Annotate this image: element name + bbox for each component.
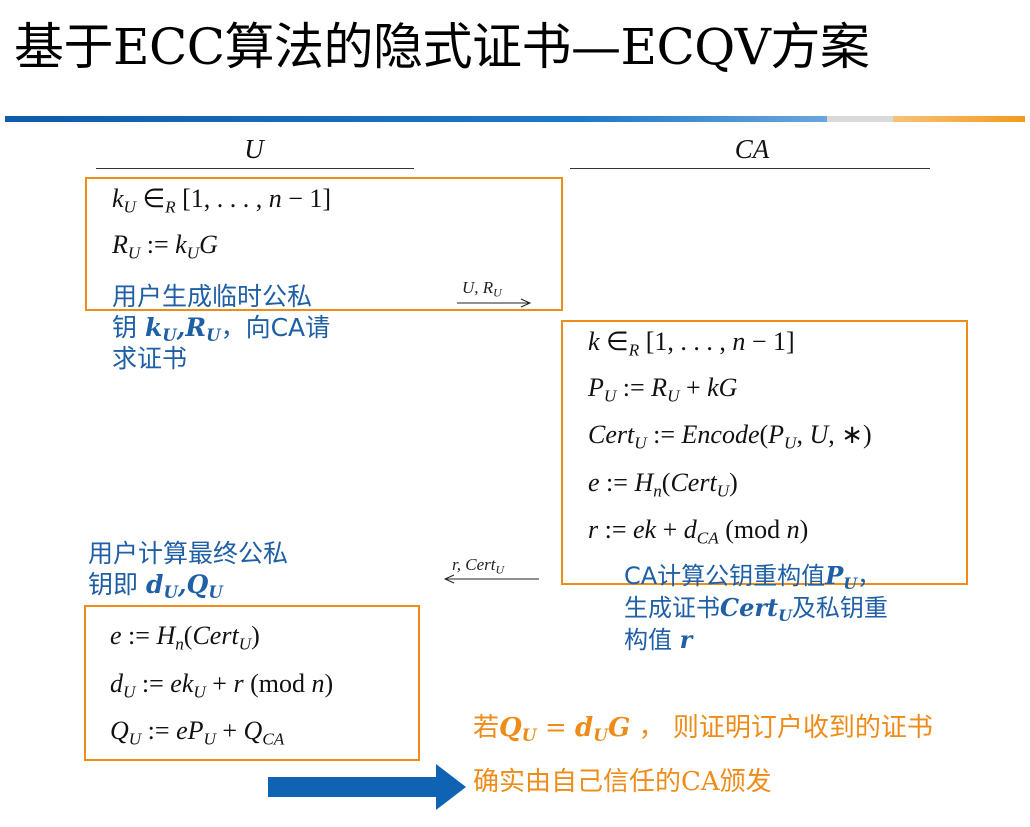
message-arrow-to-ca [457, 298, 532, 308]
user-note-request: 用户生成临时公私 钥 kU,RU，向CA请 求证书 [112, 282, 331, 373]
user-note-final-keys: 用户计算最终公私 钥即 dU,QU [88, 539, 289, 602]
formula-e-hash: e := Hn(CertU) [588, 468, 738, 501]
message-r-cert-label: r, CertU [452, 555, 505, 577]
user-ephemeral-key-box [85, 177, 563, 311]
message-arrow-to-user [443, 574, 539, 584]
formula-r: r := ek + dCA (mod n) [588, 515, 809, 548]
party-user-label: U [244, 134, 264, 164]
conclusion-note-line2: 确实由自己信任的CA颁发 [473, 767, 772, 797]
title-underline-bar [5, 116, 827, 122]
formula-ru: RU := kUG [112, 230, 218, 263]
formula-du: dU := ekU + r (mod n) [110, 669, 334, 702]
ca-computation-box [561, 320, 968, 585]
conclusion-note-line1: 若QU = dUG ， 则证明订户收到的证书 [473, 713, 933, 747]
conclusion-arrow-icon [268, 764, 466, 810]
title-underline-bar-orange [893, 116, 1025, 122]
ca-note-compute: CA计算公钥重构值PU， 生成证书CertU及私钥重 构值 r [624, 561, 888, 654]
message-u-ru-label: U, RU [462, 278, 502, 300]
formula-ku-random: kU ∈R [1, . . . , n − 1] [112, 184, 332, 217]
formula-pu: PU := RU + kG [588, 373, 738, 406]
party-ca-rule [570, 168, 930, 169]
user-final-key-box [84, 605, 420, 761]
slide-title: 基于ECC算法的隐式证书—ECQV方案 [14, 18, 870, 76]
title-underline-bar-grey [827, 116, 893, 122]
formula-qu: QU := ePU + QCA [110, 716, 285, 749]
party-user-rule [96, 168, 414, 169]
formula-cert-encode: CertU := Encode(PU, U, ∗) [588, 420, 872, 453]
formula-k-random: k ∈R [1, . . . , n − 1] [588, 327, 795, 360]
formula-user-e-hash: e := Hn(CertU) [110, 621, 260, 654]
party-ca-label: CA [734, 134, 770, 164]
